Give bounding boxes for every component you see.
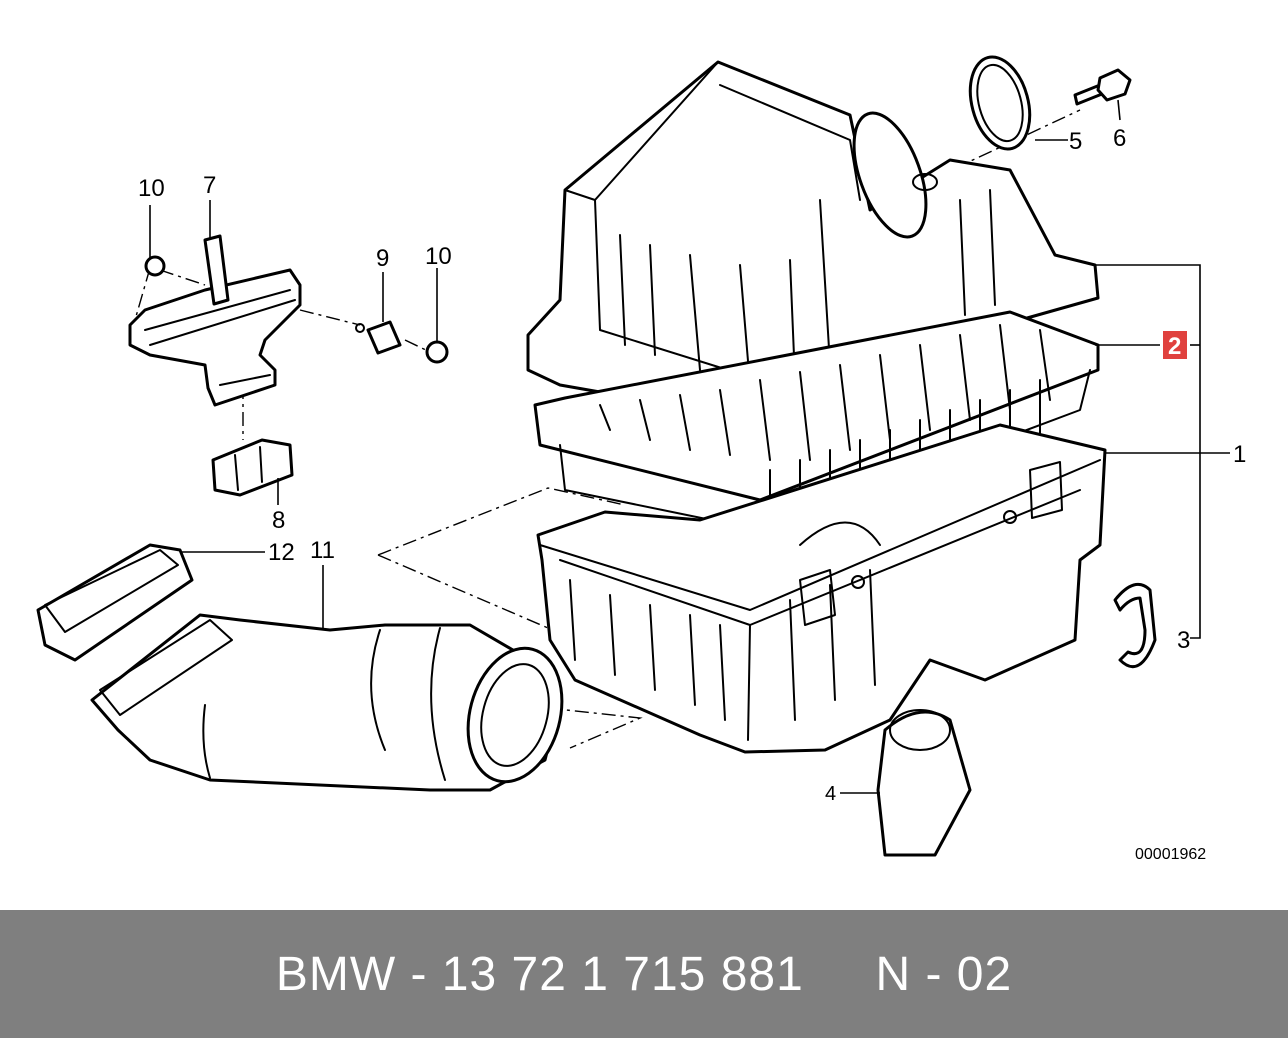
retaining-clip xyxy=(1113,582,1157,669)
intake-hose xyxy=(90,613,564,792)
air-filter-housing-base xyxy=(536,423,1107,754)
rubber-bushing xyxy=(355,320,402,355)
parts-diagram: 1 2 3 4 5 6 7 8 9 10 10 11 12 00001962 xyxy=(36,55,1247,863)
mounting-bracket xyxy=(128,234,302,407)
callout-4: 4 xyxy=(825,783,836,805)
callout-11: 11 xyxy=(310,537,335,564)
caption-bar: BMW - 13 72 1 715 881 N - 02 xyxy=(0,910,1288,1038)
part-number-caption: BMW - 13 72 1 715 881 N - 02 xyxy=(275,947,1013,1001)
callout-3: 3 xyxy=(1177,627,1190,654)
callout-9: 9 xyxy=(376,245,389,272)
hex-bolt xyxy=(1073,68,1132,106)
exploded-view-drawing: 1 2 3 4 5 6 7 8 9 10 10 11 12 00001962 xyxy=(36,55,1246,863)
callout-8: 8 xyxy=(272,507,285,534)
sealing-gasket-ring xyxy=(968,55,1032,151)
drawing-number: 00001962 xyxy=(1135,846,1206,863)
leader-lines xyxy=(149,99,1230,794)
callout-6: 6 xyxy=(1113,125,1126,152)
callout-1: 1 xyxy=(1233,441,1246,468)
callout-10-left: 10 xyxy=(138,175,165,202)
callout-12: 12 xyxy=(268,539,295,566)
callout-5: 5 xyxy=(1069,128,1082,155)
hex-nut-right xyxy=(425,340,449,364)
callout-10-right: 10 xyxy=(425,243,452,270)
intake-duct-snorkel xyxy=(876,709,972,857)
callout-7: 7 xyxy=(203,172,216,199)
hex-nut-left xyxy=(144,255,166,277)
rubber-mount xyxy=(211,438,294,497)
rubber-boot xyxy=(36,543,194,662)
callout-2: 2 xyxy=(1168,333,1181,360)
callout-2-highlight xyxy=(1163,331,1187,359)
